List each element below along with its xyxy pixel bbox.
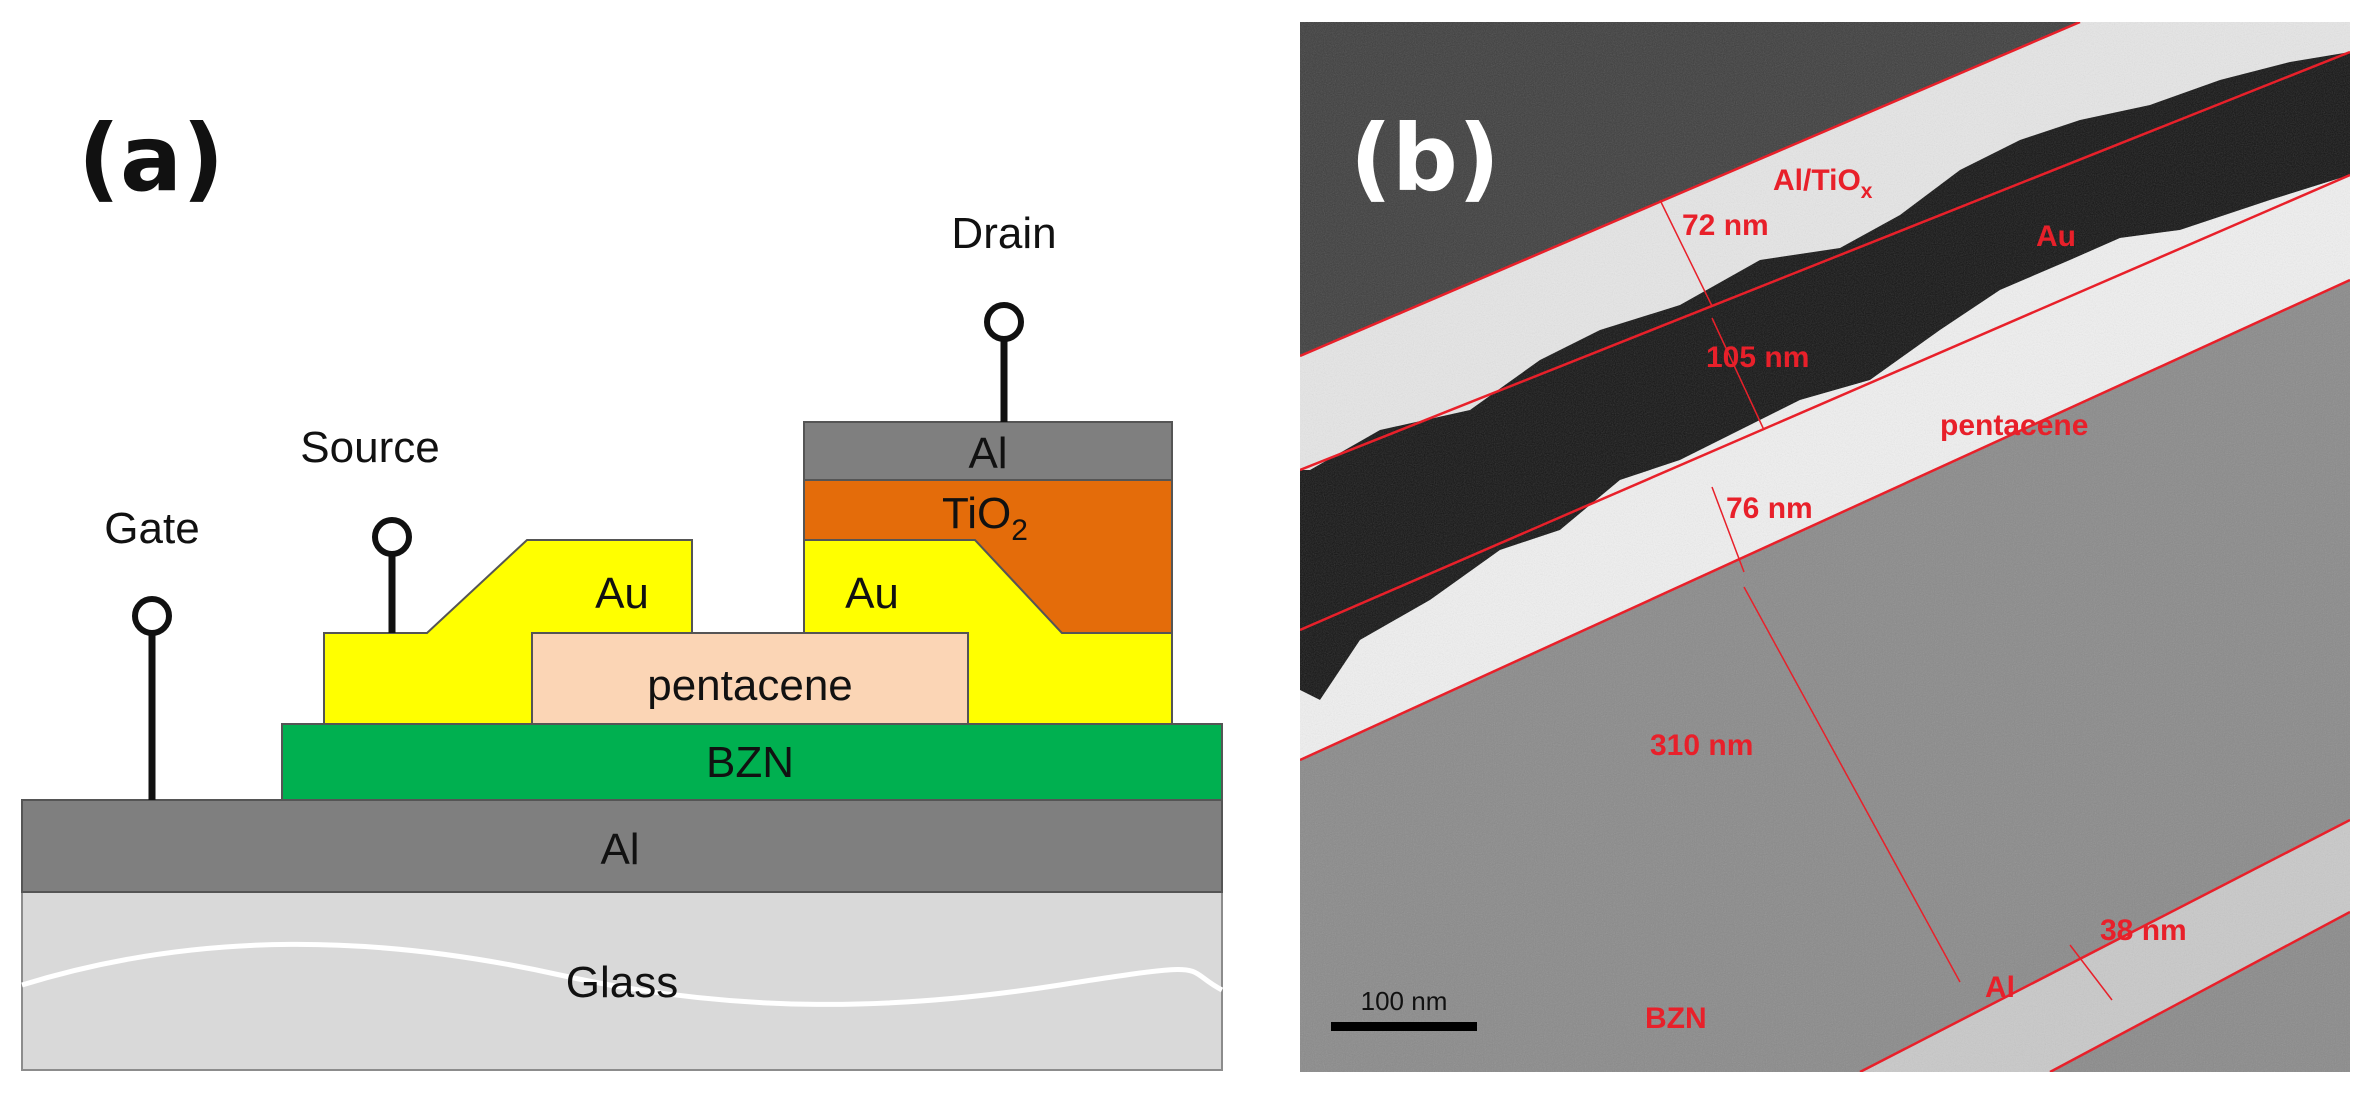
- drain-label: Drain: [951, 209, 1056, 258]
- pentacene-label: pentacene: [647, 661, 853, 710]
- al-layer-label: Al: [1985, 971, 2015, 1004]
- panel-b-tem-image: 100 nm (b) Al/TiOx Au pentacene BZN Al 7…: [1300, 22, 2350, 1072]
- substrate-break-line: [21, 941, 1224, 1007]
- interface-lines: [1300, 22, 2350, 1072]
- bzn-layer: BZN: [281, 723, 1223, 801]
- au-left-label: Au: [595, 569, 649, 618]
- al-top-layer: Al: [803, 421, 1173, 481]
- scale-bar-label: 100 nm: [1361, 986, 1448, 1016]
- al-gate-layer: Al: [21, 799, 1223, 893]
- panel-b-label: (b): [1350, 105, 1500, 212]
- au-right-label: Au: [845, 569, 899, 618]
- glass-label: Glass: [566, 958, 678, 1007]
- drain-terminal: Drain: [951, 209, 1057, 422]
- panel-a-label: (a): [78, 105, 224, 212]
- bzn-label: BZN: [706, 738, 794, 787]
- glass-substrate: Glass: [21, 891, 1224, 1071]
- bzn-layer-label: BZN: [1645, 1002, 1707, 1035]
- al-tiox-label: Al/TiOx: [1773, 164, 1873, 203]
- pentacene-thickness-label: 76 nm: [1726, 492, 1813, 525]
- au-thickness-label: 105 nm: [1706, 341, 1809, 374]
- source-terminal: Source: [300, 423, 440, 633]
- thickness-arrows: [1659, 199, 2113, 1001]
- gate-label: Gate: [104, 504, 199, 553]
- tio2-label: TiO2: [942, 489, 1028, 547]
- scale-bar: 100 nm: [1331, 986, 1477, 1031]
- tem-micrograph: 100 nm: [1300, 22, 2350, 1072]
- bzn-thickness-label: 310 nm: [1650, 729, 1753, 762]
- source-label: Source: [300, 423, 439, 472]
- al-tiox-thickness-label: 72 nm: [1682, 209, 1769, 242]
- gate-contact-icon: [132, 596, 172, 636]
- pentacene-layer-label: pentacene: [1940, 409, 2088, 442]
- al-thickness-label: 38 nm: [2100, 914, 2187, 947]
- drain-contact-icon: [984, 302, 1024, 342]
- source-contact-icon: [372, 517, 412, 557]
- panel-a-device-schematic: (a) Glass Al BZN Au Au p: [21, 105, 1224, 1071]
- al-bottom-label: Al: [600, 825, 639, 874]
- pentacene-layer: pentacene: [531, 632, 969, 725]
- au-layer-label: Au: [2036, 220, 2076, 253]
- al-top-label: Al: [968, 429, 1007, 478]
- gate-terminal: Gate: [104, 504, 200, 800]
